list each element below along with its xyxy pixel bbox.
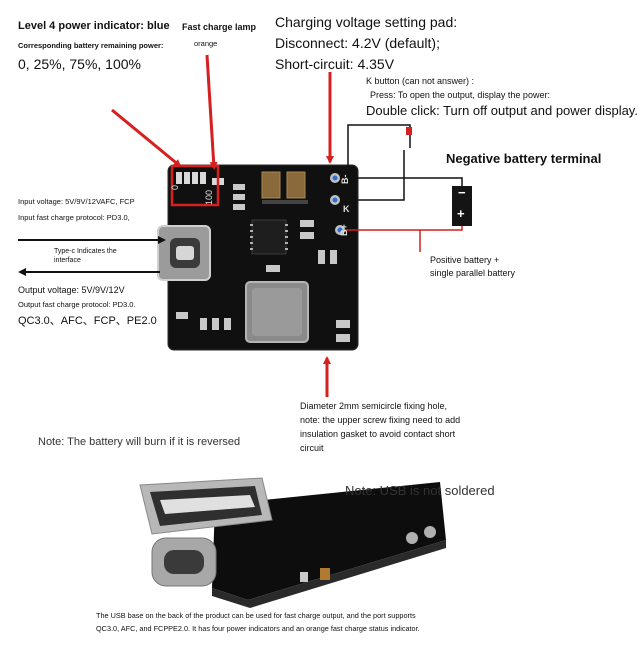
led-icon xyxy=(200,172,206,184)
wire-negative xyxy=(340,177,463,186)
positive-battery-label-2: single parallel battery xyxy=(430,268,516,278)
fixing-hole-line-4: circuit xyxy=(300,443,324,453)
led-highlight-box xyxy=(170,164,220,207)
k-button-press: Press: To open the output, display the p… xyxy=(370,90,550,100)
input-voltage-label: Input voltage: 5V/9V/12VAFC, FCP xyxy=(18,197,135,206)
output-protocols-list: QC3.0、AFC、FCP、PE2.0 xyxy=(18,315,157,327)
pad-label-zero: 0 xyxy=(170,184,180,190)
k-button-title: K button (can not answer) : xyxy=(366,76,475,86)
typec-label-1: Type-c Indicates the xyxy=(54,248,117,255)
pin-label-k: K xyxy=(343,204,350,214)
fixing-hole-line-1: Diameter 2mm semicircle fixing hole, xyxy=(300,401,448,411)
pcb-board-top xyxy=(157,164,359,351)
bottom-description-line-1: The USB base on the back of the product … xyxy=(96,611,416,620)
voltage-pad-disconnect: Disconnect: 4.2V (default); xyxy=(275,35,440,51)
output-voltage-label: Output voltage: 5V/9V/12V xyxy=(18,285,125,295)
voltage-pad-title: Charging voltage setting pad: xyxy=(275,14,458,30)
pcb-body xyxy=(168,165,358,350)
chip-icon xyxy=(251,219,287,255)
pcb-body-bottom xyxy=(212,482,446,600)
power-indicator-levels: 0, 25%, 75%, 100% xyxy=(18,56,141,72)
reverse-battery-note: Note: The battery will burn if it is rev… xyxy=(38,436,241,448)
arrow-power-indicator xyxy=(111,108,182,168)
fast-charge-lamp-color: orange xyxy=(194,39,218,48)
battery-icon xyxy=(452,186,472,226)
k-button-double: Double click: Turn off output and power … xyxy=(366,103,638,118)
pcb-board-bottom xyxy=(139,477,446,608)
wire-positive xyxy=(345,225,463,231)
battery-plus-sign: + xyxy=(457,206,465,221)
input-protocol-label: Input fast charge protocol: PD3.0, xyxy=(18,213,130,222)
pin-label-bminus: B- xyxy=(340,174,350,185)
positive-battery-label-1: Positive battery + xyxy=(430,255,500,265)
output-protocol-label: Output fast charge protocol: PD3.0. xyxy=(18,300,136,309)
power-indicator-title: Level 4 power indicator: blue xyxy=(18,20,170,32)
arrow-fast-charge-lamp xyxy=(205,54,218,170)
fixing-hole-line-2: note: the upper screw fixing need to add xyxy=(300,415,461,425)
power-indicator-subtitle: Corresponding battery remaining power: xyxy=(18,41,164,50)
led-icon xyxy=(184,172,190,184)
pad-label-hundred: 100 xyxy=(204,189,214,205)
fixing-hole-line-3: insulation gasket to avoid contact short xyxy=(300,429,456,439)
negative-terminal-label: Negative battery terminal xyxy=(446,151,602,166)
led-icon xyxy=(192,172,198,184)
typec-label-2: interface xyxy=(54,257,81,264)
led-icon xyxy=(176,172,182,184)
voltage-pad-short: Short-circuit: 4.35V xyxy=(275,56,395,72)
usb-not-soldered-note: Note: USB is not soldered xyxy=(345,483,495,498)
fast-charge-lamp-label: Fast charge lamp xyxy=(182,22,257,32)
pin-label-bplus: B+ xyxy=(339,224,349,236)
battery-minus-sign: − xyxy=(458,185,466,200)
bottom-description-line-2: QC3.0, AFC, and FCPPE2.0. It has four po… xyxy=(96,624,420,633)
